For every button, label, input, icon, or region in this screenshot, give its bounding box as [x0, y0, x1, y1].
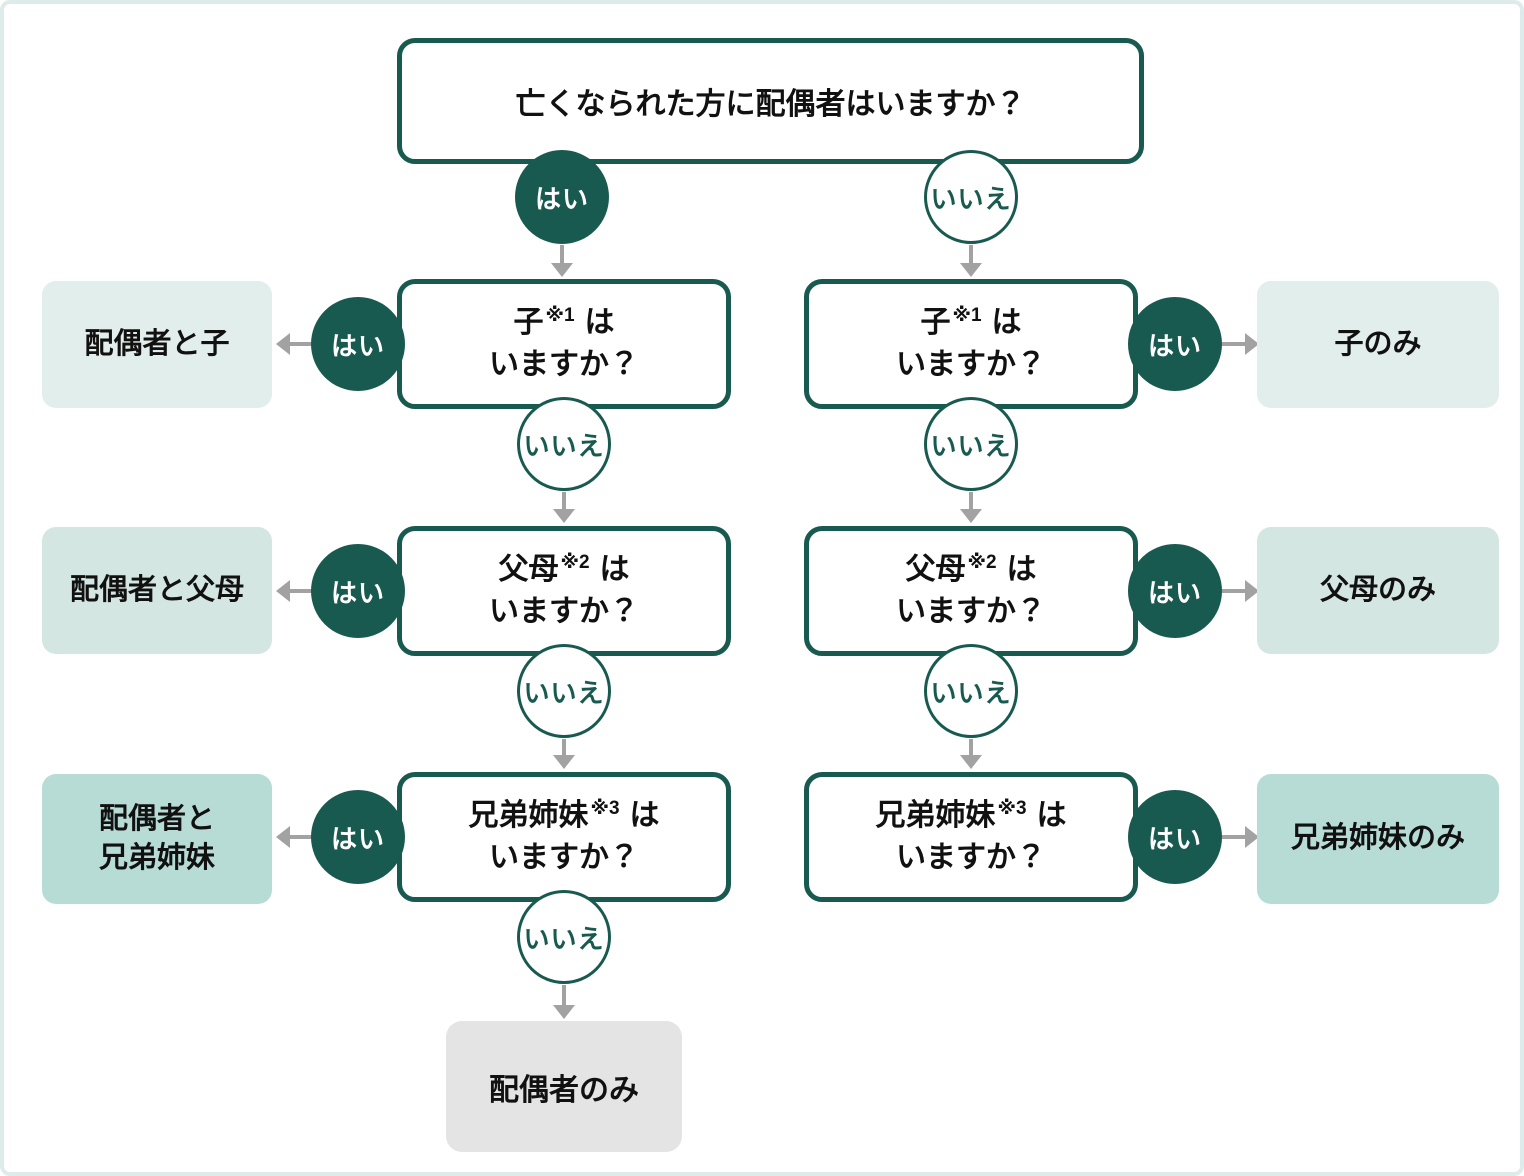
yes-badge-label: はい	[1147, 330, 1202, 361]
question-subject: 子	[513, 306, 544, 339]
yes-badge-root: はい	[515, 150, 609, 244]
no-badge-label: いいえ	[523, 923, 605, 954]
no-badge-label: いいえ	[930, 677, 1012, 708]
question-line1: 兄弟姉妹※3 は	[875, 795, 1066, 837]
yes-badge-right-1: はい	[1128, 297, 1222, 391]
question-box-left-children: 子※1 は いますか？	[397, 279, 731, 409]
no-badge-label: いいえ	[930, 430, 1012, 461]
question-subject: 父母	[498, 553, 559, 586]
footnote-marker: ※3	[590, 798, 620, 819]
yes-badge-right-3: はい	[1128, 790, 1222, 884]
arrow-right-icon	[1222, 580, 1259, 602]
question-line2: いますか？	[896, 595, 1046, 628]
yes-badge-left-3: はい	[311, 790, 405, 884]
footnote-marker: ※3	[997, 798, 1027, 819]
arrow-down-icon	[551, 245, 573, 277]
question-tail: は	[1036, 799, 1067, 832]
arrow-left-icon	[276, 580, 313, 602]
question-tail: は	[599, 553, 630, 586]
question-subject: 兄弟姉妹	[875, 799, 996, 832]
result-box-spouse-and-children: 配偶者と子	[42, 281, 272, 408]
yes-badge-label: はい	[330, 330, 385, 361]
result-box-spouse-and-siblings: 配偶者と 兄弟姉妹	[42, 774, 272, 904]
yes-badge-label: はい	[330, 577, 385, 608]
no-badge-right-1: いいえ	[924, 397, 1018, 491]
root-question-text: 亡くなられた方に配偶者はいますか？	[515, 88, 1026, 121]
footnote-marker: ※2	[560, 552, 590, 573]
footnote-marker: ※1	[545, 305, 575, 326]
root-question-box: 亡くなられた方に配偶者はいますか？	[397, 38, 1144, 164]
question-line2: いますか？	[489, 595, 639, 628]
result-box-parents-only: 父母のみ	[1257, 527, 1499, 654]
arrow-left-icon	[276, 333, 313, 355]
yes-badge-left-2: はい	[311, 544, 405, 638]
question-box-left-parents: 父母※2 は いますか？	[397, 526, 731, 656]
arrow-down-icon	[960, 492, 982, 523]
question-line1: 父母※2 は	[498, 549, 629, 591]
footnote-marker: ※1	[952, 305, 982, 326]
yes-badge-label: はい	[1147, 577, 1202, 608]
question-line1: 子※1 は	[920, 302, 1021, 344]
question-subject: 子	[920, 306, 951, 339]
no-badge-root: いいえ	[924, 150, 1018, 244]
no-badge-left-3: いいえ	[517, 890, 611, 984]
result-box-spouse-and-parents: 配偶者と父母	[42, 527, 272, 654]
question-tail: は	[1006, 553, 1037, 586]
yes-badge-label: はい	[1147, 823, 1202, 854]
question-tail: は	[584, 306, 615, 339]
arrow-right-icon	[1222, 826, 1259, 848]
yes-badge-label: はい	[330, 823, 385, 854]
question-box-right-siblings: 兄弟姉妹※3 は いますか？	[804, 772, 1138, 902]
result-box-spouse-only: 配偶者のみ	[446, 1021, 682, 1152]
result-box-children-only: 子のみ	[1257, 281, 1499, 408]
footnote-marker: ※2	[967, 552, 997, 573]
yes-badge-label: はい	[534, 183, 589, 214]
arrow-down-icon	[960, 245, 982, 277]
question-box-right-children: 子※1 は いますか？	[804, 279, 1138, 409]
question-tail: は	[629, 799, 660, 832]
question-line1: 兄弟姉妹※3 は	[468, 795, 659, 837]
no-badge-left-2: いいえ	[517, 644, 611, 738]
question-tail: は	[991, 306, 1022, 339]
question-line1: 子※1 は	[513, 302, 614, 344]
question-line1: 父母※2 は	[905, 549, 1036, 591]
arrow-down-icon	[553, 739, 575, 769]
question-box-left-siblings: 兄弟姉妹※3 は いますか？	[397, 772, 731, 902]
yes-badge-left-1: はい	[311, 297, 405, 391]
arrow-down-icon	[553, 492, 575, 523]
question-subject: 父母	[905, 553, 966, 586]
question-line2: いますか？	[489, 841, 639, 874]
result-box-siblings-only: 兄弟姉妹のみ	[1257, 774, 1499, 904]
arrow-down-icon	[553, 985, 575, 1019]
question-line2: いますか？	[896, 348, 1046, 381]
no-badge-label: いいえ	[930, 183, 1012, 214]
arrow-right-icon	[1222, 333, 1259, 355]
arrow-left-icon	[276, 826, 313, 848]
question-subject: 兄弟姉妹	[468, 799, 589, 832]
no-badge-left-1: いいえ	[517, 397, 611, 491]
question-box-right-parents: 父母※2 は いますか？	[804, 526, 1138, 656]
no-badge-label: いいえ	[523, 430, 605, 461]
no-badge-label: いいえ	[523, 677, 605, 708]
question-line2: いますか？	[489, 348, 639, 381]
yes-badge-right-2: はい	[1128, 544, 1222, 638]
arrow-down-icon	[960, 739, 982, 769]
no-badge-right-2: いいえ	[924, 644, 1018, 738]
question-line2: いますか？	[896, 841, 1046, 874]
